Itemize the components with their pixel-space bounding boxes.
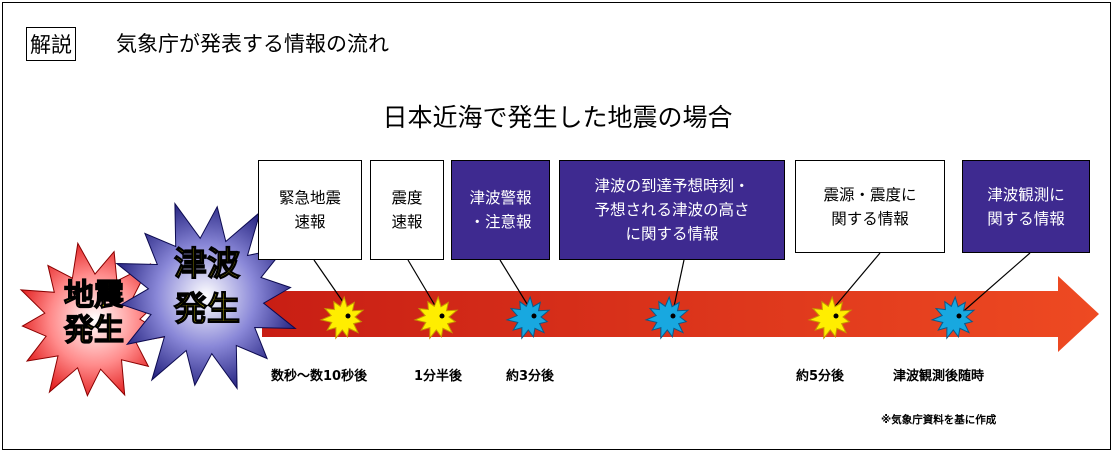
source-note: ※気象庁資料を基に作成: [881, 414, 997, 426]
marker-dot: [956, 313, 962, 319]
earthquake-label-line2: 発生: [63, 313, 124, 348]
info-box-line: 津波警報: [469, 189, 532, 207]
info-box-tsunami-warning: 津波警報・注意報: [451, 160, 550, 260]
info-box-eew: 緊急地震速報: [258, 160, 362, 260]
info-box-line: 速報: [294, 213, 326, 231]
info-box-line: 予想される津波の高さ: [594, 201, 750, 219]
marker-dot: [833, 313, 839, 319]
blue-burst-marker: [505, 295, 551, 340]
connector-lines: [313, 252, 1031, 317]
info-box-hypocenter: 震源・震度に関する情報: [795, 160, 945, 253]
time-label-seconds: 数秒～数10秒後: [271, 369, 368, 384]
timeline-markers: [319, 295, 976, 340]
info-box-tsunami-arrival: 津波の到達予想時刻・予想される津波の高さに関する情報: [559, 160, 785, 260]
connector-line: [831, 252, 881, 311]
info-box-line: 津波観測に: [987, 185, 1065, 204]
info-box-line: ・注意報: [469, 213, 532, 231]
yellow-burst-marker: [319, 295, 365, 340]
info-box-line: 関する情報: [831, 209, 909, 228]
marker-dot: [345, 313, 351, 319]
info-box-tsunami-observation: 津波観測に関する情報: [962, 160, 1090, 253]
info-box-line: 震度: [391, 189, 423, 207]
time-label-3min: 約3分後: [506, 369, 555, 384]
info-box-intensity-flash: 震度速報: [370, 160, 444, 260]
blue-burst-marker: [930, 295, 976, 340]
info-box-line: に関する情報: [625, 225, 719, 243]
info-box-line: 震源・震度に: [823, 185, 917, 204]
blue-burst-marker: [644, 295, 690, 340]
time-label-90s: 1分半後: [414, 369, 463, 384]
yellow-burst-marker: [413, 295, 459, 340]
diagram-subtitle: 日本近海で発生した地震の場合: [382, 103, 733, 132]
earthquake-burst: 地震 発生: [19, 241, 171, 397]
marker-dot: [670, 313, 676, 319]
time-label-after-observation: 津波観測後随時: [893, 369, 985, 384]
page-title: 気象庁が発表する情報の流れ: [116, 32, 389, 56]
marker-dot: [439, 313, 445, 319]
tsunami-label-line1: 津波: [174, 244, 240, 283]
info-box-line: 関する情報: [987, 209, 1065, 228]
earthquake-label-line1: 地震: [64, 278, 125, 313]
info-box-line: 津波の到達予想時刻・: [594, 177, 750, 195]
connector-line: [957, 252, 1031, 317]
marker-dot: [531, 313, 537, 319]
tsunami-burst: 津波 発生: [115, 202, 297, 390]
yellow-burst-marker: [807, 295, 853, 340]
explanation-badge: 解説: [26, 27, 76, 61]
time-label-5min: 約5分後: [796, 369, 845, 384]
connector-line: [499, 259, 533, 313]
tsunami-label-line2: 発生: [174, 289, 240, 328]
info-box-line: 緊急地震: [278, 189, 341, 207]
info-box-line: 速報: [391, 213, 423, 231]
